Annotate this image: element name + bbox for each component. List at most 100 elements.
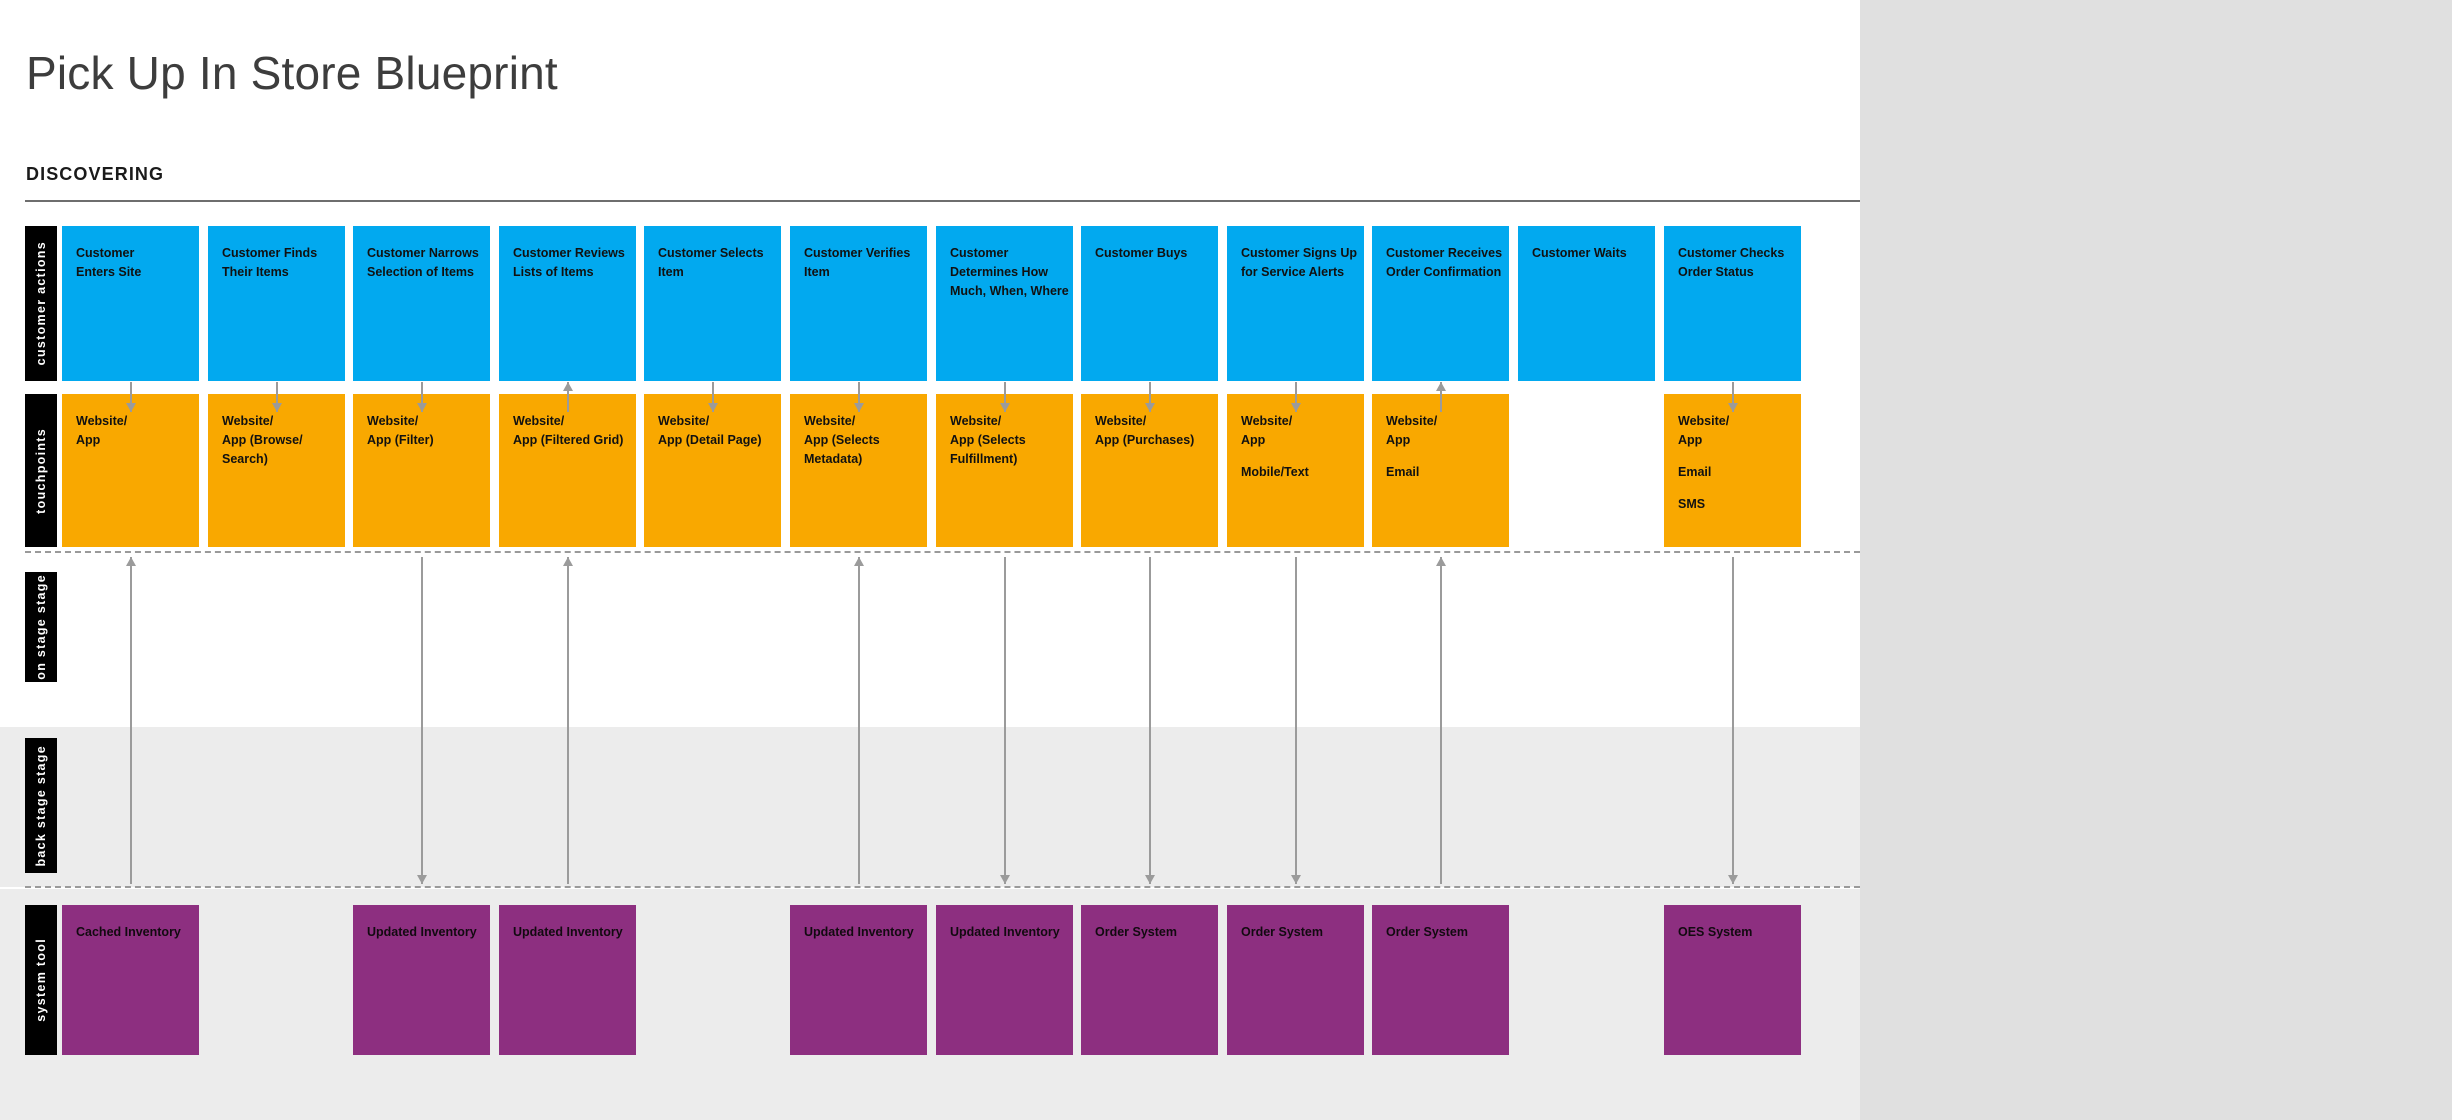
card-line: Customer [76, 246, 135, 260]
connector-stem [1732, 557, 1734, 884]
customer-action-card-9[interactable]: Customer Signs Up for Service Alerts [1227, 226, 1364, 381]
card-line: Updated Inventory [950, 925, 1060, 939]
card-line: Customer Signs Up [1241, 246, 1357, 260]
connector-stage-span-9 [1289, 557, 1303, 884]
system-tool-card-9[interactable]: Order System [1227, 905, 1364, 1055]
customer-action-card-11[interactable]: Customer Waits [1518, 226, 1655, 381]
card-line: Order System [1241, 925, 1323, 939]
card-line: App [1678, 433, 1703, 447]
card-line: Website/ [1678, 414, 1730, 428]
arrowhead-down-icon [126, 403, 136, 412]
card-line: Customer Receives [1386, 246, 1503, 260]
touchpoint-card-3[interactable]: Website/App (Filter) [353, 394, 490, 547]
connector-action-touchpoint-10 [1434, 382, 1448, 412]
system-tool-card-1[interactable]: Cached Inventory [62, 905, 199, 1055]
card-line: Website/ [950, 414, 1002, 428]
card-line: App (Filter) [367, 433, 434, 447]
card-line: Website/ [222, 414, 274, 428]
connector-stage-span-1 [124, 557, 138, 884]
card-line: Selection of Items [367, 265, 474, 279]
card-line: Item [804, 265, 830, 279]
card-line: Customer Finds [222, 246, 318, 260]
system-tool-card-12[interactable]: OES System [1664, 905, 1801, 1055]
line-of-internal-interaction [25, 886, 1860, 888]
connector-stem [858, 382, 860, 412]
card-line: Website/ [658, 414, 710, 428]
system-tool-card-8[interactable]: Order System [1081, 905, 1218, 1055]
card-line: for Service Alerts [1241, 265, 1345, 279]
card-line: Customer Buys [1095, 246, 1188, 260]
system-tool-card-4[interactable]: Updated Inventory [499, 905, 636, 1055]
card-line: Determines How [950, 265, 1048, 279]
system-tool-card-10[interactable]: Order System [1372, 905, 1509, 1055]
card-line: App (Browse/ [222, 433, 303, 447]
touchpoint-card-4[interactable]: Website/App (Filtered Grid) [499, 394, 636, 547]
arrowhead-down-icon [417, 403, 427, 412]
card-line: Lists of Items [513, 265, 594, 279]
arrowhead-down-icon [1000, 875, 1010, 884]
connector-action-touchpoint-12 [1726, 382, 1740, 412]
touchpoint-card-5[interactable]: Website/App (Detail Page) [644, 394, 781, 547]
card-line: Website/ [804, 414, 856, 428]
system-tool-card-6[interactable]: Updated Inventory [790, 905, 927, 1055]
card-line: OES System [1678, 925, 1753, 939]
connector-stem [421, 557, 423, 884]
card-line: App (Selects [804, 433, 880, 447]
touchpoint-card-8[interactable]: Website/App (Purchases) [1081, 394, 1218, 547]
lane-tab-customer-actions: customer actions [25, 226, 57, 381]
card-line: Customer Reviews [513, 246, 625, 260]
card-line: Fulfillment) [950, 452, 1018, 466]
card-line: App [1241, 433, 1266, 447]
connector-stem [1440, 557, 1442, 884]
card-line: App [1386, 433, 1411, 447]
card-line: Customer Waits [1532, 246, 1627, 260]
card-line-gap [1386, 450, 1495, 463]
arrowhead-down-icon [1145, 875, 1155, 884]
arrowhead-down-icon [1728, 875, 1738, 884]
arrowhead-down-icon [1728, 403, 1738, 412]
touchpoint-card-1[interactable]: Website/App [62, 394, 199, 547]
card-line-gap [1678, 482, 1787, 495]
arrowhead-down-icon [854, 403, 864, 412]
connector-stem [1732, 382, 1734, 412]
card-line: Order Status [1678, 265, 1754, 279]
phase-label: DISCOVERING [26, 164, 165, 184]
connector-action-touchpoint-7 [998, 382, 1012, 412]
system-tool-card-3[interactable]: Updated Inventory [353, 905, 490, 1055]
connector-stage-span-7 [998, 557, 1012, 884]
arrowhead-up-icon [1436, 557, 1446, 566]
card-line: Enters Site [76, 265, 142, 279]
card-line: Search) [222, 452, 268, 466]
connector-action-touchpoint-2 [270, 382, 284, 412]
connector-stage-span-4 [561, 557, 575, 884]
card-line: Order Confirmation [1386, 265, 1502, 279]
touchpoint-card-2[interactable]: Website/App (Browse/Search) [208, 394, 345, 547]
connector-stem [1295, 557, 1297, 884]
card-line: Customer Checks [1678, 246, 1785, 260]
card-line: Cached Inventory [76, 925, 181, 939]
card-line: Order System [1095, 925, 1177, 939]
connector-stem [1149, 382, 1151, 412]
system-tool-card-7[interactable]: Updated Inventory [936, 905, 1073, 1055]
lane-bg-systemtool [0, 889, 1860, 1120]
card-line: Customer Verifies [804, 246, 911, 260]
card-line: Updated Inventory [804, 925, 914, 939]
card-line: SMS [1678, 497, 1706, 511]
customer-action-card-8[interactable]: Customer Buys [1081, 226, 1218, 381]
card-line: Email [1678, 465, 1712, 479]
connector-action-touchpoint-5 [706, 382, 720, 412]
